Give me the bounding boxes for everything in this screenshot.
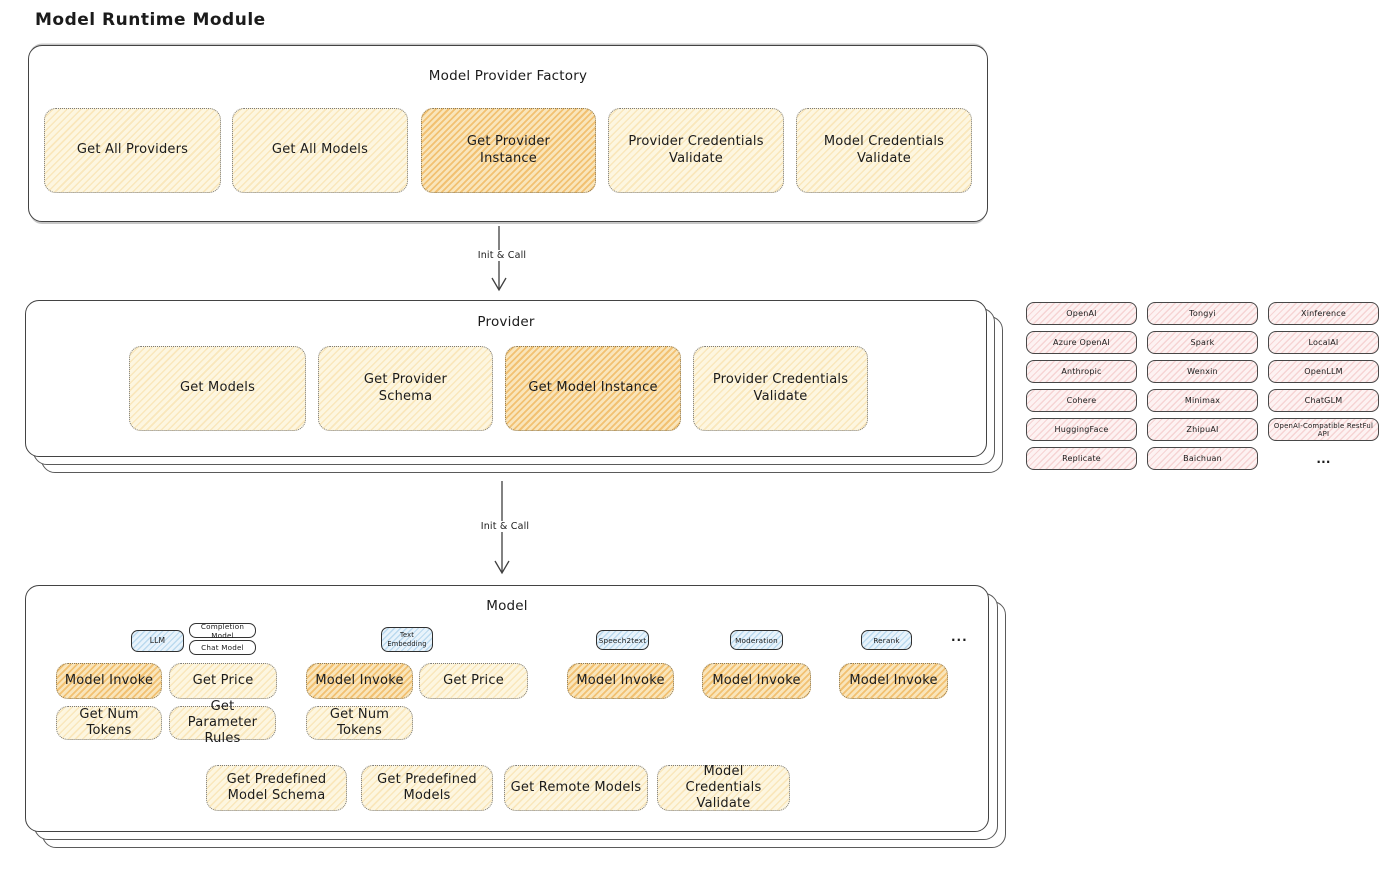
model-credentials-validate-node: Model Credentials Validate (657, 764, 790, 811)
get-parameter-rules-node: Get Parameter Rules (169, 699, 276, 746)
tab-moderation: Moderation (730, 630, 783, 650)
factory-title: Model Provider Factory (428, 68, 588, 84)
model-invoke-moderation-node: Model Invoke (702, 663, 811, 699)
get-num-tokens-text-embedding-node: Get Num Tokens (306, 706, 413, 740)
model-panel: Model LLM Completion Model Chat Model Te… (25, 585, 989, 832)
model-invoke-text-embedding-node: Model Invoke (306, 663, 413, 699)
provider-chip-anthropic: Anthropic (1026, 360, 1137, 383)
model-invoke-speech2text-node: Model Invoke (567, 663, 674, 699)
model-invoke-llm-node: Model Invoke (56, 663, 162, 699)
factory-provider-credentials-validate-node: Provider Credentials Validate (608, 108, 784, 193)
get-models-node: Get Models (129, 346, 306, 431)
model-invoke-rerank-node: Model Invoke (839, 663, 948, 699)
page-title: Model Runtime Module (35, 10, 266, 30)
provider-chip-replicate: Replicate (1026, 447, 1137, 470)
tab-completion-model: Completion Model (189, 622, 256, 640)
init-call-arrow-1-icon (491, 226, 507, 292)
provider-chip-minimax: Minimax (1147, 389, 1258, 412)
provider-chip-spark: Spark (1147, 331, 1258, 354)
provider-chip-chatglm: ChatGLM (1268, 389, 1379, 412)
tab-text-embedding: Text Embedding (381, 627, 433, 652)
get-price-text-embedding-node: Get Price (419, 663, 528, 699)
provider-chip-openllm: OpenLLM (1268, 360, 1379, 383)
tab-speech2text: Speech2text (596, 630, 649, 650)
provider-chip-xinference: Xinference (1268, 302, 1379, 325)
tab-llm: LLM (131, 630, 184, 652)
provider-chip-zhipuai: ZhipuAI (1147, 418, 1258, 441)
provider-chip-wenxin: Wenxin (1147, 360, 1258, 383)
provider-chip-openai-compatible-restful-api: OpenAI-Compatible RestFul API (1268, 418, 1379, 441)
get-model-instance-node: Get Model Instance (505, 346, 681, 431)
get-provider-instance-node: Get Provider Instance (421, 108, 596, 193)
init-call-label-2: Init & Call (466, 521, 544, 532)
more-providers-ellipsis: ... (1316, 451, 1331, 466)
get-provider-schema-node: Get Provider Schema (318, 346, 493, 431)
get-price-llm-node: Get Price (169, 663, 277, 699)
provider-chip-grid: OpenAI Tongyi Xinference Azure OpenAI Sp… (1026, 302, 1379, 470)
get-all-providers-node: Get All Providers (44, 108, 221, 193)
provider-chip-tongyi: Tongyi (1147, 302, 1258, 325)
provider-credentials-validate-node: Provider Credentials Validate (693, 346, 868, 431)
provider-panel: Provider Get Models Get Provider Schema … (25, 300, 987, 457)
more-model-types-ellipsis: ... (951, 630, 968, 644)
tab-rerank: Rerank (861, 630, 912, 650)
provider-chip-openai: OpenAI (1026, 302, 1137, 325)
model-title: Model (486, 598, 528, 614)
provider-chip-localai: LocalAI (1268, 331, 1379, 354)
get-predefined-models-node: Get Predefined Models (361, 765, 493, 811)
tab-chat-model: Chat Model (189, 640, 256, 655)
get-remote-models-node: Get Remote Models (504, 765, 648, 811)
get-all-models-node: Get All Models (232, 108, 408, 193)
factory-model-credentials-validate-node: Model Credentials Validate (796, 108, 972, 193)
init-call-label-1: Init & Call (463, 250, 541, 261)
provider-chip-huggingface: HuggingFace (1026, 418, 1137, 441)
provider-chip-baichuan: Baichuan (1147, 447, 1258, 470)
get-num-tokens-llm-node: Get Num Tokens (56, 706, 162, 740)
provider-chip-azure-openai: Azure OpenAI (1026, 331, 1137, 354)
provider-chip-cohere: Cohere (1026, 389, 1137, 412)
get-predefined-model-schema-node: Get Predefined Model Schema (206, 765, 347, 811)
factory-panel: Model Provider Factory Get All Providers… (28, 45, 988, 222)
provider-title: Provider (477, 314, 535, 330)
